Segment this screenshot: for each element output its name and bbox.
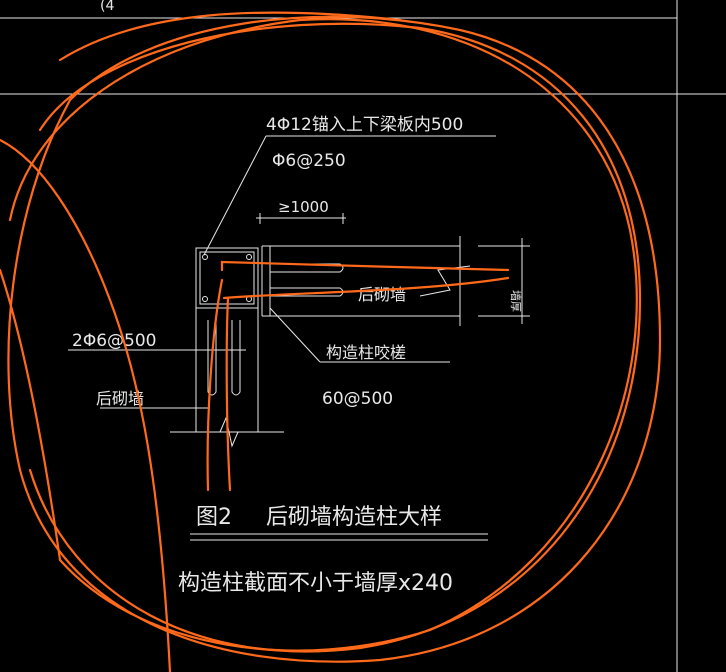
markup-scribble[interactable] xyxy=(0,11,662,672)
dimension-wall-thickness xyxy=(478,238,530,324)
label-stirrup: Φ6@250 xyxy=(272,151,346,171)
title-underline xyxy=(190,533,488,541)
label-min-length: ≥1000 xyxy=(278,198,329,216)
section-note: 构造柱截面不小于墙厚x240 xyxy=(178,571,453,596)
annotation-leaders xyxy=(68,307,450,409)
label-main-rebar: 4Φ12锚入上下梁板内500 xyxy=(266,115,463,135)
label-tooth-spacing: 60@500 xyxy=(322,389,393,409)
dimension-min-length xyxy=(256,213,346,224)
label-column-tooth: 构造柱咬槎 xyxy=(326,343,406,362)
figure-title: 后砌墙构造柱大样 xyxy=(266,505,442,530)
label-top-cut: (4 xyxy=(100,0,114,14)
label-wall-left: 后砌墙 xyxy=(96,389,144,408)
figure-number: 图2 xyxy=(196,505,232,530)
rebar-leader xyxy=(203,135,496,256)
label-wall-thickness: 墙厚 xyxy=(509,290,523,312)
label-tie-bars: 2Φ6@500 xyxy=(72,331,156,351)
